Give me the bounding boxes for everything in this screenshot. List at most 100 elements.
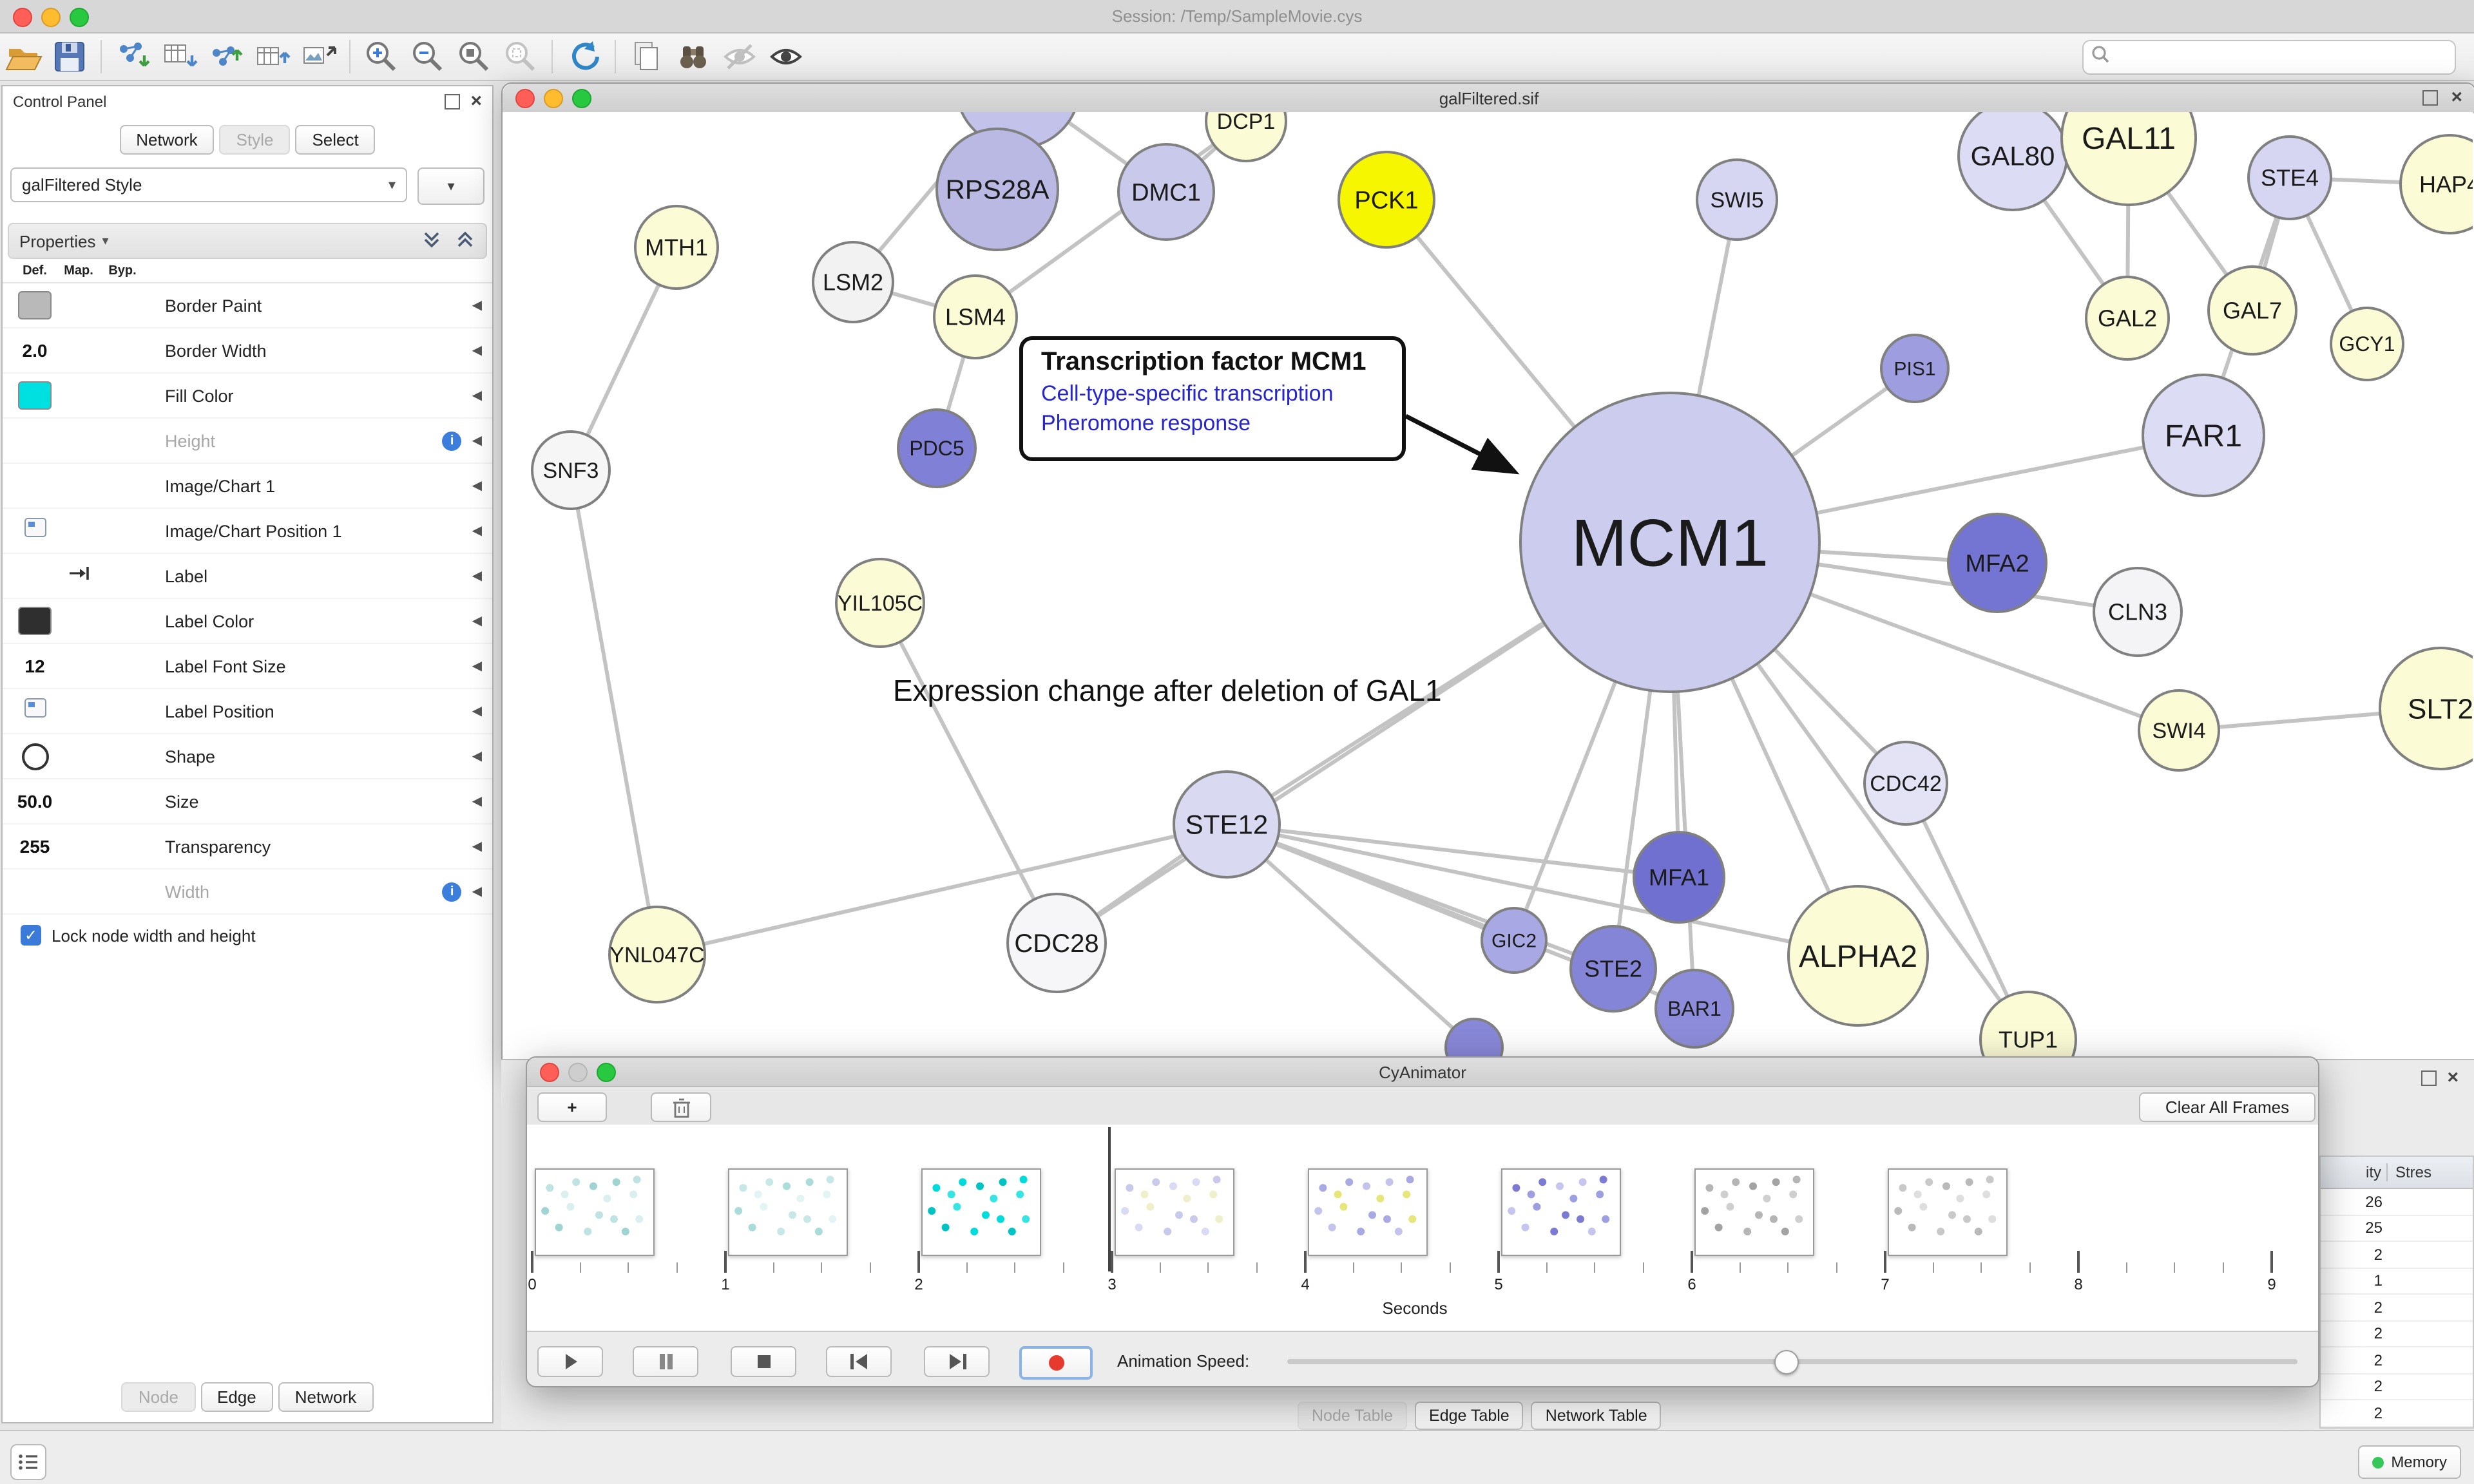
property-row[interactable]: Label Color◀ [3,599,492,644]
tab-node-table[interactable]: Node Table [1298,1402,1408,1430]
ellipse-shape-icon[interactable] [21,743,48,770]
network-node-SWI4[interactable] [2138,689,2220,772]
import-table-icon[interactable] [156,36,202,77]
app-titlebar[interactable]: Session: /Temp/SampleMovie.cys [0,0,2474,33]
network-node-nbot[interactable] [1444,1018,1504,1059]
style-selector-combobox[interactable]: galFiltered Style ▾ [10,167,407,202]
expand-arrow-icon[interactable]: ◀ [472,704,482,718]
network-node-DCP1[interactable] [1205,112,1287,162]
network-node-PDC5[interactable] [897,408,977,488]
network-node-CDC28[interactable] [1006,893,1107,993]
network-node-MFA1[interactable] [1633,831,1725,924]
properties-header[interactable]: Properties ▾ [8,223,487,259]
network-node-PCK1[interactable] [1338,151,1435,249]
network-node-HAP4[interactable] [2399,134,2473,234]
task-history-button[interactable] [10,1444,46,1480]
network-node-SNF3[interactable] [531,430,611,510]
expand-arrow-icon[interactable]: ◀ [472,343,482,357]
network-canvas[interactable]: DCP1DMC1RPS28APCK1SWI5GAL80GAL11STE4HAP4… [503,112,2473,1059]
network-node-MFA2[interactable] [1947,513,2047,613]
tab-network-table[interactable]: Network Table [1531,1402,1662,1430]
network-node-FAR1[interactable] [2142,374,2265,497]
property-row[interactable]: Shape◀ [3,734,492,779]
slider-handle[interactable] [1774,1350,1799,1375]
network-node-PIS1[interactable] [1880,334,1950,403]
network-node-ALPHA2[interactable] [1787,885,1929,1027]
network-node-SLT2[interactable] [2379,647,2473,770]
hide-graphics-eye-slash-icon[interactable] [716,36,763,77]
maximize-icon[interactable] [597,1062,616,1081]
minimize-icon[interactable] [544,88,563,108]
close-icon[interactable] [515,88,535,108]
annotation-link-1[interactable]: Cell-type-specific transcription [1041,381,1334,406]
property-default-value[interactable]: 255 [19,836,50,857]
expand-arrow-icon[interactable]: ◀ [472,839,482,853]
expand-all-icon[interactable] [455,229,475,253]
expand-arrow-icon[interactable]: ◀ [472,659,482,673]
property-row[interactable]: Fill Color◀ [3,374,492,419]
zoom-out-icon[interactable] [405,36,451,77]
show-graphics-eye-icon[interactable] [763,36,809,77]
lock-size-checkbox[interactable]: ✓ [21,925,41,946]
network-node-STE2[interactable] [1569,925,1657,1013]
last-frame-button[interactable] [924,1346,990,1377]
network-node-GIC2[interactable] [1481,907,1548,974]
property-row[interactable]: Border Paint◀ [3,283,492,328]
network-node-CDC42[interactable] [1863,741,1948,826]
network-edge[interactable] [1226,823,1859,958]
table-row[interactable]: 2 [2321,1242,2473,1268]
close-panel-icon[interactable]: × [470,90,482,112]
duplicate-document-icon[interactable] [624,36,670,77]
frame-thumbnail-3[interactable] [1115,1168,1234,1256]
tab-edge-table[interactable]: Edge Table [1415,1402,1524,1430]
expand-arrow-icon[interactable]: ◀ [472,524,482,538]
expand-arrow-icon[interactable]: ◀ [472,614,482,628]
delete-frame-button[interactable] [651,1092,711,1122]
clear-all-frames-button[interactable]: Clear All Frames [2139,1092,2316,1122]
network-edge[interactable] [1226,823,1680,879]
network-node-LSM2[interactable] [812,241,894,323]
add-frame-button[interactable]: + [537,1092,607,1122]
open-session-icon[interactable] [0,36,46,77]
network-node-MCM1[interactable] [1519,392,1821,693]
network-node-YIL105C[interactable] [835,558,925,648]
table-row[interactable]: 25 [2321,1215,2473,1242]
position-icon[interactable] [24,518,46,544]
zoom-selected-icon[interactable] [497,36,544,77]
network-node-DMC1[interactable] [1117,143,1215,241]
style-options-dropdown-button[interactable]: ▾ [417,167,484,205]
color-swatch[interactable] [18,291,52,319]
table-row[interactable]: 2 [2321,1321,2473,1347]
property-default-value[interactable]: 50.0 [17,791,53,812]
network-node-GAL2[interactable] [2085,276,2170,361]
tab-edge[interactable]: Edge [200,1382,273,1412]
passthrough-mapping-icon[interactable] [68,564,90,588]
network-node-TUP1[interactable] [1979,991,2077,1059]
frame-thumbnail-7[interactable] [1888,1168,2008,1256]
search-binoculars-icon[interactable] [670,36,716,77]
network-edge[interactable] [657,823,1227,956]
minimize-icon[interactable] [568,1062,588,1081]
network-node-STE4[interactable] [2247,135,2332,220]
frame-thumbnail-2[interactable] [921,1168,1041,1256]
table-row[interactable]: 2 [2321,1295,2473,1321]
expand-arrow-icon[interactable]: ◀ [472,298,482,312]
refresh-icon[interactable] [561,36,607,77]
network-node-GAL11[interactable] [2060,112,2197,206]
position-icon[interactable] [24,698,46,724]
network-node-MTH1[interactable] [634,205,719,290]
network-node-RPS28A[interactable] [935,128,1059,251]
zoom-window-icon[interactable] [70,8,89,27]
property-row[interactable]: Label◀ [3,554,492,599]
expand-arrow-icon[interactable]: ◀ [472,569,482,583]
network-window-titlebar[interactable]: galFiltered.sif × [503,84,2474,113]
expand-arrow-icon[interactable]: ◀ [472,388,482,403]
close-icon[interactable] [540,1062,559,1081]
property-row[interactable]: Label Position◀ [3,689,492,734]
play-button[interactable] [537,1346,603,1377]
